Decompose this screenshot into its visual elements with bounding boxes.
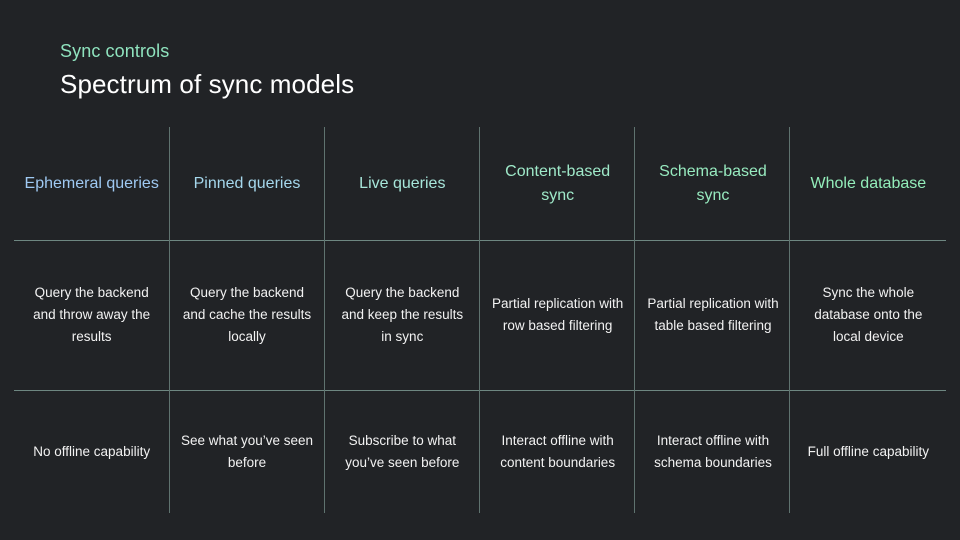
description-text: Query the backend and keep the results i…	[341, 285, 464, 344]
slide-title: Spectrum of sync models	[60, 69, 355, 99]
description-cell-ephemeral-queries: Query the backend and throw away the res…	[14, 240, 169, 390]
column-header-ephemeral-queries: Ephemeral queries	[14, 127, 169, 240]
description-cell-content-based-sync: Partial replication with row based filte…	[480, 240, 635, 390]
table-horizontal-rule-header	[14, 240, 946, 241]
offline-cell-content-based-sync: Interact offline with content boundaries	[480, 390, 635, 513]
column-header-pinned-queries: Pinned queries	[169, 127, 324, 240]
offline-text: Full offline capability	[807, 443, 929, 459]
description-text: Query the backend and throw away the res…	[33, 285, 151, 344]
table-vertical-rule-3	[479, 127, 480, 513]
column-header-label: Schema-based sync	[659, 162, 767, 204]
description-text: Partial replication with row based filte…	[492, 296, 624, 333]
offline-text: Interact offline with schema boundaries	[654, 432, 772, 470]
table-vertical-rule-4	[634, 127, 635, 513]
description-cell-live-queries: Query the backend and keep the results i…	[325, 240, 480, 390]
description-cell-pinned-queries: Query the backend and cache the results …	[169, 240, 324, 390]
column-header-label: Ephemeral queries	[24, 174, 159, 192]
title-block: Sync controls Spectrum of sync models	[60, 40, 354, 100]
column-header-label: Content-based sync	[505, 162, 611, 204]
offline-text: See what you’ve seen before	[180, 432, 314, 470]
column-header-whole-database: Whole database	[791, 127, 946, 240]
offline-text: Subscribe to what you’ve seen before	[345, 432, 460, 470]
description-text: Partial replication with table based fil…	[647, 296, 779, 333]
column-header-content-based-sync: Content-based sync	[480, 127, 635, 240]
column-header-live-queries: Live queries	[325, 127, 480, 240]
offline-text: Interact offline with content boundaries	[500, 432, 616, 470]
offline-cell-whole-database: Full offline capability	[791, 390, 946, 513]
description-cell-whole-database: Sync the whole database onto the local d…	[791, 240, 946, 390]
table-vertical-rule-2	[324, 127, 325, 513]
column-header-label: Whole database	[810, 174, 927, 192]
sync-models-table: Ephemeral queries Pinned queries Live qu…	[14, 127, 946, 513]
table-horizontal-rule-body	[14, 390, 946, 391]
table-vertical-rule-1	[169, 127, 170, 513]
offline-cell-schema-based-sync: Interact offline with schema boundaries	[635, 390, 790, 513]
table-grid: Ephemeral queries Pinned queries Live qu…	[14, 127, 946, 513]
column-header-schema-based-sync: Schema-based sync	[635, 127, 790, 240]
description-text: Query the backend and cache the results …	[182, 285, 312, 344]
description-cell-schema-based-sync: Partial replication with table based fil…	[635, 240, 790, 390]
offline-cell-live-queries: Subscribe to what you’ve seen before	[325, 390, 480, 513]
offline-text: No offline capability	[33, 443, 151, 459]
column-header-label: Pinned queries	[193, 174, 301, 192]
offline-cell-pinned-queries: See what you’ve seen before	[169, 390, 324, 513]
description-text: Sync the whole database onto the local d…	[814, 285, 923, 344]
slide-eyebrow: Sync controls	[60, 41, 170, 61]
table-vertical-rule-5	[789, 127, 790, 513]
offline-cell-ephemeral-queries: No offline capability	[14, 390, 169, 513]
column-header-label: Live queries	[359, 174, 446, 192]
